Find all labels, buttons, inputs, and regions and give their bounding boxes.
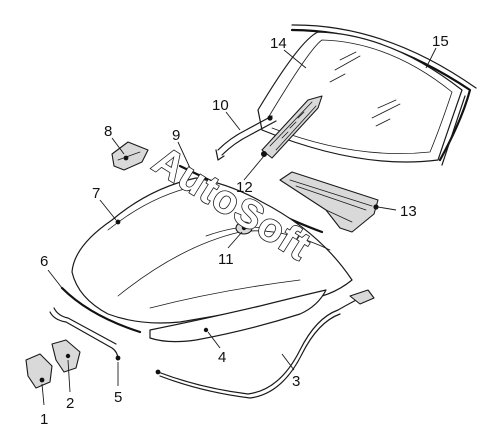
callout-11: 11	[218, 251, 234, 268]
leader-2	[67, 359, 71, 393]
callout-14: 14	[270, 35, 287, 52]
hood-panel-part-7	[71, 177, 353, 324]
callout-2: 2	[66, 395, 74, 412]
front-seal-part-6	[60, 286, 142, 334]
callout-9: 9	[172, 127, 180, 144]
leader-15	[425, 47, 437, 69]
windshield-glass-part-14	[257, 31, 463, 163]
wiper-arm-part-12	[261, 95, 323, 159]
release-cable-part-3	[155, 289, 375, 399]
callout-labels: 1 2 3 4 5 6 7 8 9 10 11 12 13 14 15	[40, 33, 449, 428]
callout-13: 13	[400, 203, 417, 220]
callout-6: 6	[40, 253, 48, 270]
callout-1: 1	[40, 411, 48, 428]
leader-4	[207, 331, 221, 349]
leader-3	[281, 353, 295, 371]
support-rod-part-5	[49, 307, 121, 361]
washer-hose-part-10	[215, 115, 277, 161]
leader-7	[99, 199, 117, 221]
leader-12	[243, 155, 265, 181]
leader-13	[377, 206, 397, 211]
leader-10	[225, 111, 241, 131]
callout-5: 5	[114, 389, 122, 406]
leader-8	[111, 137, 125, 155]
leader-6	[47, 269, 63, 289]
callout-10: 10	[212, 97, 229, 114]
hood-lower-panel-part-4	[149, 289, 327, 343]
callout-8: 8	[104, 123, 112, 140]
callout-3: 3	[292, 373, 300, 390]
hinge-part-2	[51, 339, 81, 373]
hood-bolt-part-11	[235, 221, 253, 235]
hinge-bracket-part-1	[25, 353, 53, 389]
leader-14	[283, 49, 307, 69]
leader-1	[41, 383, 45, 406]
callout-12: 12	[236, 179, 253, 196]
callout-4: 4	[218, 349, 226, 366]
leader-9	[177, 141, 191, 169]
leader-lines	[41, 47, 437, 406]
cowl-panel-part-13	[279, 171, 379, 233]
callout-7: 7	[92, 185, 100, 202]
callout-15: 15	[432, 33, 449, 50]
latch-bracket-part-8	[111, 141, 149, 171]
leader-11	[227, 231, 243, 249]
